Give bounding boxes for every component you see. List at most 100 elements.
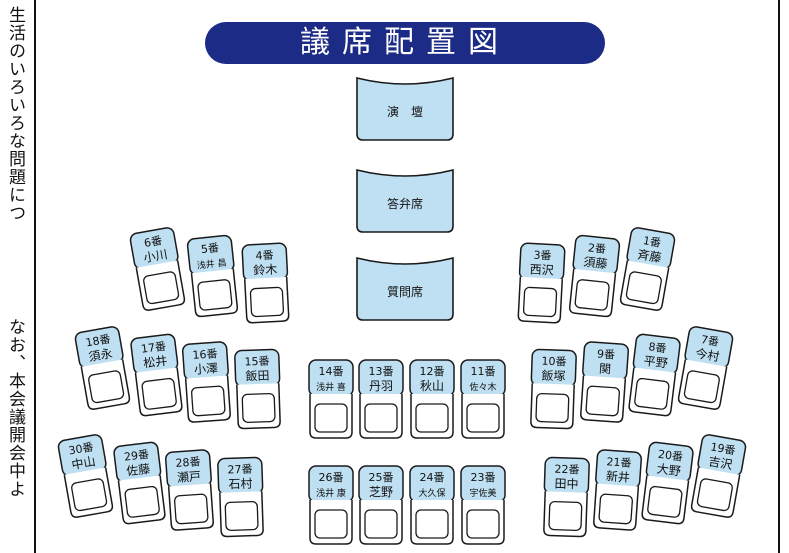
seat-cushion <box>466 509 500 539</box>
podium-answer: 答弁席 <box>356 168 454 233</box>
seat-name: 平野 <box>643 354 669 371</box>
podium-podium: 演 壇 <box>356 76 454 141</box>
seat-name: 松井 <box>143 354 169 371</box>
seat-name: 今村 <box>694 345 720 364</box>
podium-label: 質問席 <box>387 284 423 299</box>
seat-name: 鈴木 <box>253 261 278 277</box>
podium-question: 質問席 <box>356 256 454 321</box>
seat-name: 須永 <box>88 346 114 364</box>
seat-number: 10番 <box>541 355 566 369</box>
seat-number: 26番 <box>319 471 344 484</box>
seat-cushion <box>197 279 233 311</box>
seat-cushion <box>241 392 276 424</box>
podium-desk <box>356 76 454 141</box>
seat-cushion <box>466 403 500 433</box>
podium-label: 答弁席 <box>387 196 423 211</box>
seat-number: 5番 <box>200 241 219 256</box>
seating-chart-frame <box>34 0 780 553</box>
seat-name: 西沢 <box>529 262 554 277</box>
seat-cushion <box>625 271 662 305</box>
seat-number: 17番 <box>140 340 166 356</box>
seat-name: 浅井 昌 <box>196 257 227 272</box>
seat-cushion <box>191 385 226 417</box>
seat-number: 25番 <box>369 471 394 484</box>
seat-cushion <box>548 500 583 532</box>
podium-label: 演 壇 <box>387 104 423 119</box>
seat-9番: 9番関 <box>580 341 630 423</box>
seat-number: 18番 <box>85 332 112 349</box>
seat-name: 大久保 <box>418 487 445 499</box>
seat-cushion <box>574 279 610 311</box>
seat-number: 9番 <box>597 347 616 361</box>
seat-name: 中山 <box>70 453 96 472</box>
seat-number: 28番 <box>175 455 201 470</box>
seat-cushion <box>585 385 620 417</box>
seat-cushion <box>71 478 108 512</box>
seat-name: 新井 <box>606 468 631 485</box>
seat-cushion <box>696 478 733 512</box>
seat-cushion <box>364 509 398 539</box>
side-text-column-1: 生活のいろいろな問題につ <box>5 6 25 222</box>
seat-name: 斉藤 <box>636 246 662 265</box>
seat-name: 芝野 <box>369 484 393 499</box>
seat-name: 浅井 康 <box>316 487 346 499</box>
seat-number: 23番 <box>471 471 496 484</box>
seat-cushion <box>647 485 683 518</box>
seat-name: 須藤 <box>583 255 608 271</box>
seat-number: 20番 <box>657 448 683 464</box>
seat-number: 24番 <box>420 471 445 484</box>
seat-number: 29番 <box>123 448 149 464</box>
seat-cushion <box>522 286 558 318</box>
seat-number: 30番 <box>68 440 95 457</box>
seat-cushion <box>364 403 398 433</box>
seat-name: 浅井 喜 <box>316 381 346 393</box>
seat-number: 15番 <box>244 355 269 369</box>
seat-cushion <box>224 500 259 532</box>
seat-cushion <box>634 377 670 410</box>
seat-name: 佐藤 <box>126 462 152 479</box>
seat-number: 22番 <box>554 463 579 477</box>
seat-cushion <box>535 392 570 424</box>
seat-cushion <box>174 493 209 525</box>
seat-name: 吉沢 <box>707 454 733 472</box>
seat-number: 3番 <box>533 249 552 263</box>
seat-name: 飯田 <box>245 368 270 384</box>
seat-number: 13番 <box>369 365 394 378</box>
seat-name: 丹羽 <box>369 379 393 393</box>
seat-number: 27番 <box>227 463 252 477</box>
seat-name: 宇佐美 <box>469 487 496 499</box>
seat-name: 小澤 <box>194 361 219 377</box>
seat-number: 7番 <box>700 333 720 349</box>
seat-cushion <box>249 286 285 318</box>
seat-name: 田中 <box>554 476 579 492</box>
seat-name: 大野 <box>656 462 682 479</box>
side-text-column-2: なお、本会議開会中よ <box>5 318 25 498</box>
seat-cushion <box>314 509 348 539</box>
seat-number: 1番 <box>642 234 662 250</box>
seat-cushion <box>415 509 449 539</box>
seat-cushion <box>124 485 160 518</box>
